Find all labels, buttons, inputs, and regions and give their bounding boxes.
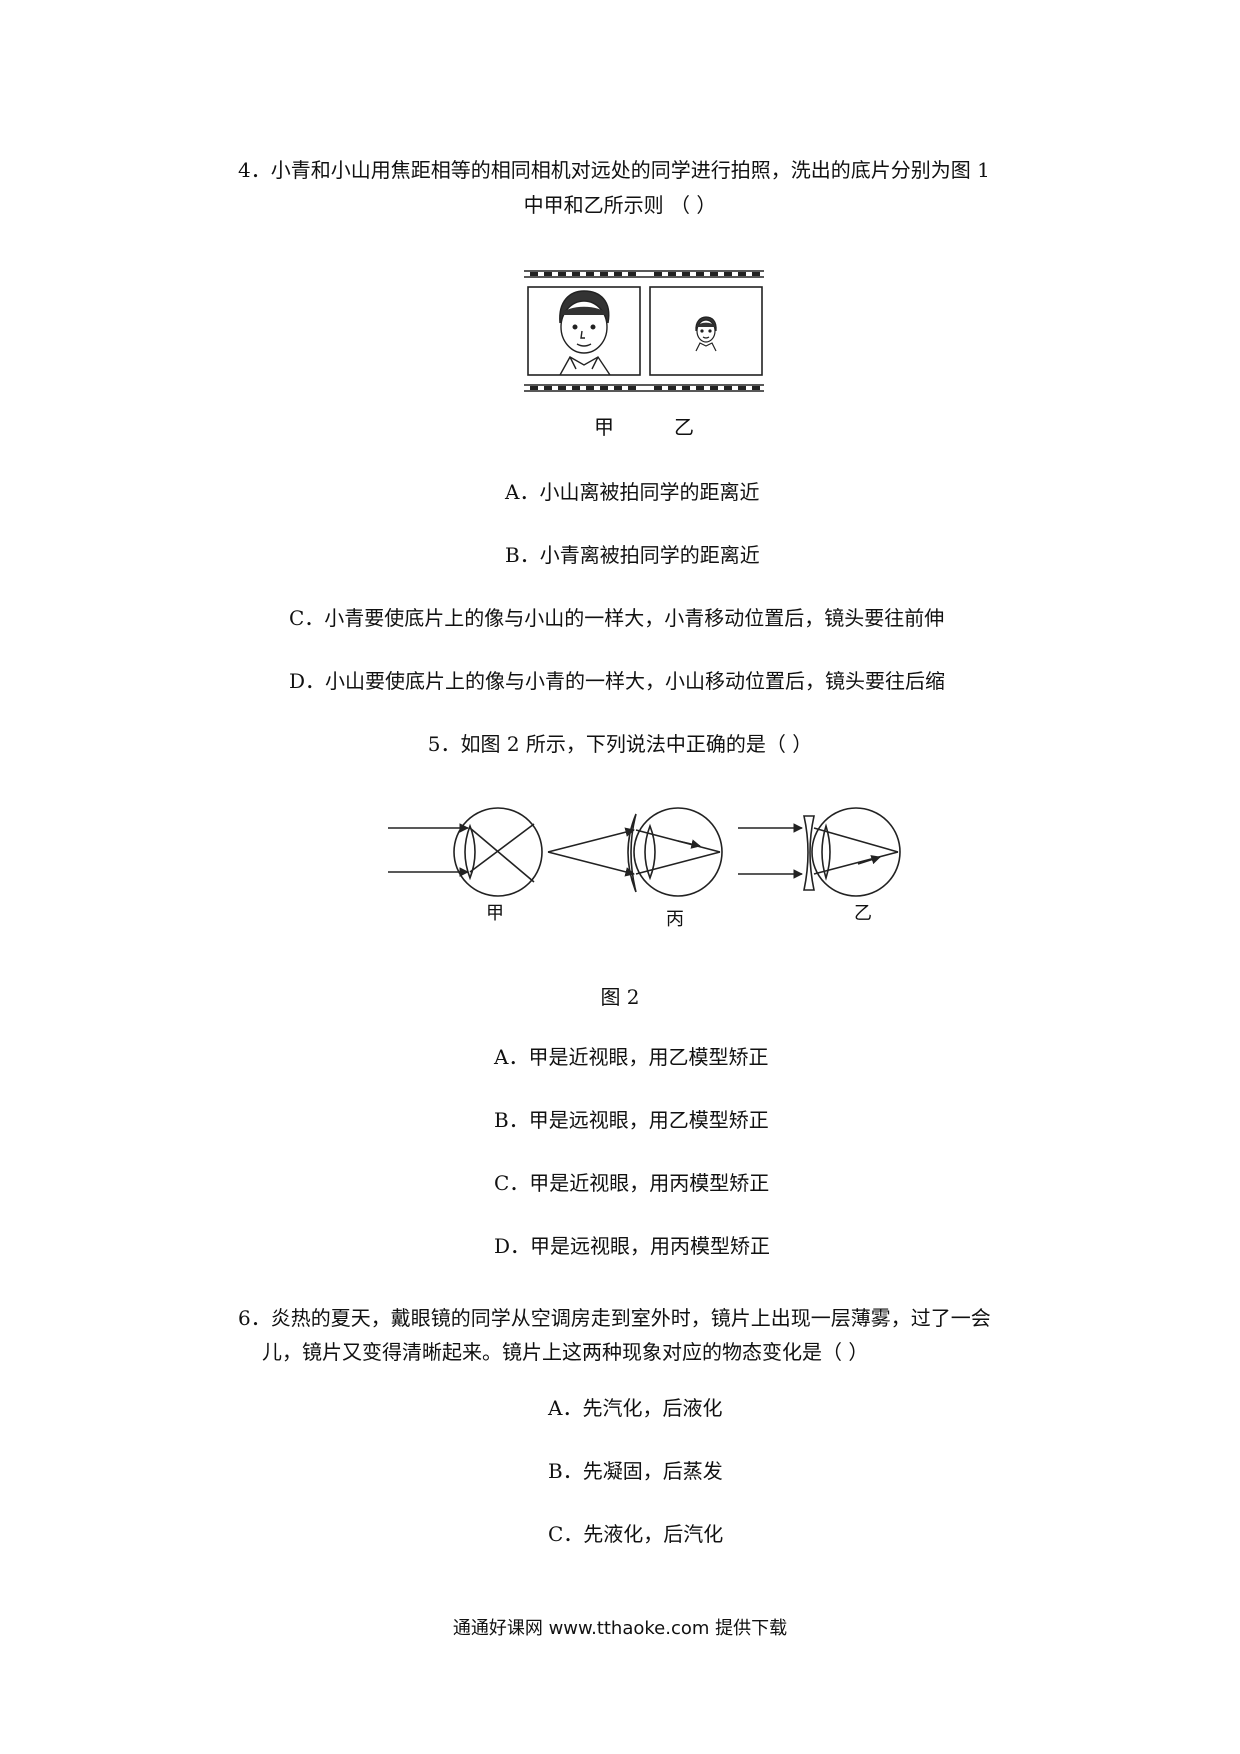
q6-option-b: B．先凝固，后蒸发 xyxy=(548,1459,723,1483)
q5-stem: 5．如图 2 所示，下列说法中正确的是（ ） xyxy=(427,732,813,756)
figure1-label-yi: 乙 xyxy=(674,415,694,439)
q4-stem-line1: 4．小青和小山用焦距相等的相同相机对远处的同学进行拍照，洗出的底片分别为图 1 xyxy=(238,158,990,182)
q6-option-a: A．先汽化，后液化 xyxy=(548,1396,723,1420)
q5-option-b: B．甲是远视眼，用乙模型矫正 xyxy=(494,1108,769,1132)
figure2-caption: 图 2 xyxy=(600,985,640,1009)
figure2-label-jia: 甲 xyxy=(486,903,504,924)
q4-option-c: C．小青要使底片上的像与小山的一样大，小青移动位置后，镜头要往前伸 xyxy=(289,606,945,630)
figure2-label-bing: 丙 xyxy=(666,909,684,930)
q4-stem-line2: 中甲和乙所示则 （ ） xyxy=(523,193,717,217)
page-footer: 通通好课网 www.tthaoke.com 提供下载 xyxy=(452,1618,788,1639)
figure1-film-negatives xyxy=(524,270,764,392)
q6-stem-line1: 6．炎热的夏天，戴眼镜的同学从空调房走到室外时，镜片上出现一层薄雾，过了一会 xyxy=(238,1306,991,1330)
q4-option-d: D．小山要使底片上的像与小青的一样大，小山移动位置后，镜头要往后缩 xyxy=(289,669,946,693)
figure2-label-yi: 乙 xyxy=(854,903,872,924)
q4-option-a: A．小山离被拍同学的距离近 xyxy=(505,480,760,504)
figure2-eye-diagrams xyxy=(388,807,901,897)
q5-option-d: D．甲是远视眼，用丙模型矫正 xyxy=(494,1234,771,1258)
figure1-label-jia: 甲 xyxy=(594,415,614,439)
q5-option-a: A．甲是近视眼，用乙模型矫正 xyxy=(494,1045,769,1069)
q6-option-c: C．先液化，后汽化 xyxy=(548,1522,724,1546)
q4-option-b: B．小青离被拍同学的距离近 xyxy=(505,543,760,567)
q6-stem-line2: 儿，镜片又变得清晰起来。镜片上这两种现象对应的物态变化是（ ） xyxy=(262,1340,869,1364)
q5-option-c: C．甲是近视眼，用丙模型矫正 xyxy=(494,1171,770,1195)
